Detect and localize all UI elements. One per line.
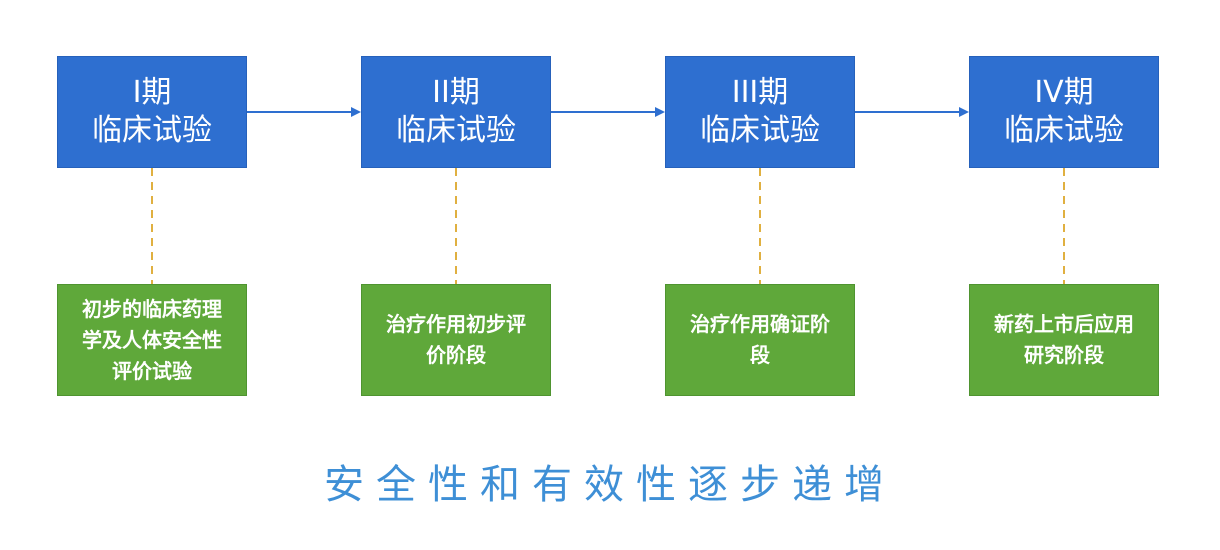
- phase-description: 初步的临床药理学及人体安全性评价试验: [82, 296, 222, 383]
- phase-name: II期: [432, 75, 480, 110]
- phase-name: IV期: [1034, 75, 1094, 110]
- phase-box-2: II期 临床试验: [361, 56, 551, 168]
- phase-title: 临床试验: [92, 113, 212, 148]
- phase-box-4: IV期 临床试验: [969, 56, 1159, 168]
- phase-box-1: I期 临床试验: [57, 56, 247, 168]
- description-box-1: 初步的临床药理学及人体安全性评价试验: [57, 284, 247, 396]
- phase-name: I期: [132, 75, 172, 110]
- description-box-3: 治疗作用确证阶段: [665, 284, 855, 396]
- description-box-4: 新药上市后应用研究阶段: [969, 284, 1159, 396]
- phase-box-3: III期 临床试验: [665, 56, 855, 168]
- footer-caption: 安全性和有效性逐步递增: [324, 462, 896, 508]
- phase-title: 临床试验: [700, 113, 820, 148]
- phase-description: 治疗作用初步评价阶段: [386, 312, 526, 367]
- phase-title: 临床试验: [396, 113, 516, 148]
- phase-description: 治疗作用确证阶段: [690, 312, 830, 367]
- phase-description: 新药上市后应用研究阶段: [994, 312, 1134, 367]
- description-box-2: 治疗作用初步评价阶段: [361, 284, 551, 396]
- phase-title: 临床试验: [1004, 113, 1124, 148]
- phase-name: III期: [731, 75, 789, 110]
